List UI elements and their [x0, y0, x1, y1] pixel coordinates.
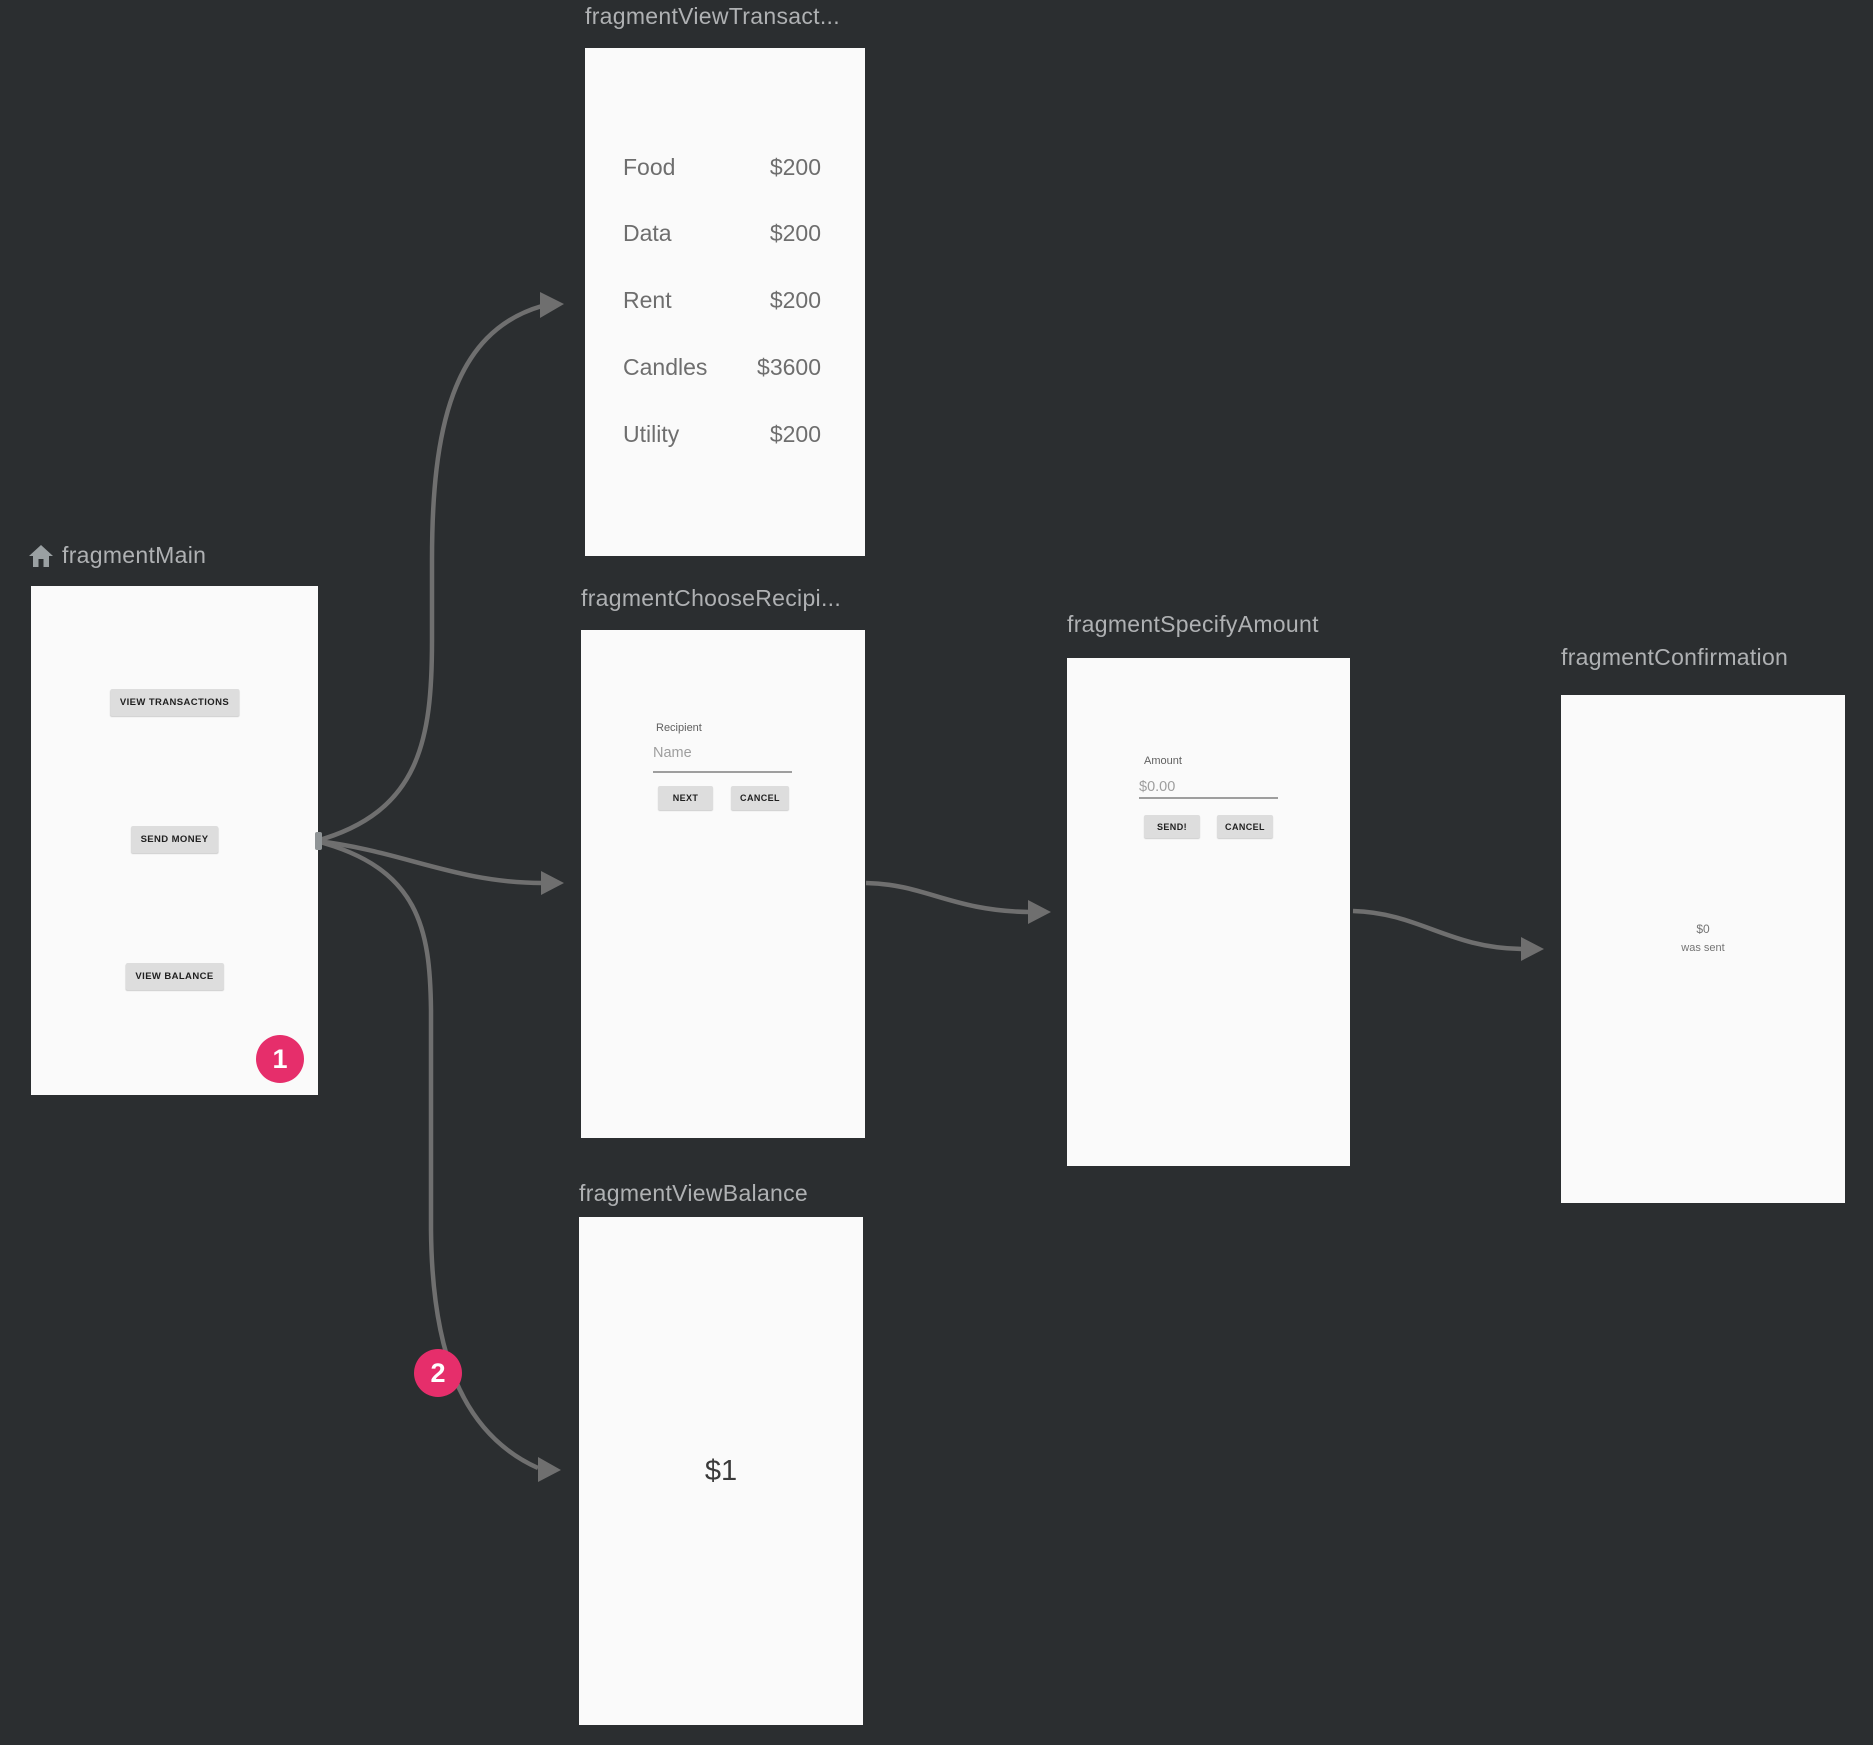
fragment-specify-amount-preview[interactable]: Amount $0.00 SEND! CANCEL [1067, 658, 1350, 1166]
balance-value: $1 [704, 1455, 738, 1487]
transaction-label: Rent [623, 287, 672, 313]
transaction-row: Rent $200 [585, 287, 865, 321]
transaction-row: Data $200 [585, 220, 865, 254]
fragment-view-transactions-title[interactable]: fragmentViewTransact... [585, 3, 840, 29]
recipient-input-underline [653, 771, 792, 773]
view-balance-button: VIEW BALANCE [125, 963, 224, 990]
transaction-amount: $3600 [757, 354, 821, 380]
fragment-confirmation-preview[interactable]: $0 was sent [1561, 695, 1845, 1203]
fragment-main-preview[interactable]: VIEW TRANSACTIONS SEND MONEY VIEW BALANC… [31, 586, 318, 1095]
fragment-confirmation-title[interactable]: fragmentConfirmation [1561, 644, 1789, 670]
amount-field-label: Amount [1144, 755, 1182, 767]
amount-input-underline [1139, 797, 1278, 799]
transaction-amount: $200 [769, 154, 821, 180]
send-button: SEND! [1144, 815, 1200, 838]
fragment-main-title: fragmentMain [62, 542, 207, 568]
transaction-row: Food $200 [585, 154, 865, 188]
action-specify-amount-to-confirmation[interactable] [1352, 908, 1544, 961]
action-source-handle[interactable] [315, 832, 322, 850]
recipient-name-input: Name [653, 745, 692, 761]
fragment-choose-recipient-title[interactable]: fragmentChooseRecipi... [581, 585, 842, 611]
transaction-label: Data [623, 220, 672, 246]
transaction-label: Utility [623, 421, 680, 447]
transaction-row: Candles $3600 [585, 354, 865, 388]
action-main-to-choose-recipient[interactable] [315, 838, 564, 895]
view-transactions-button: VIEW TRANSACTIONS [109, 689, 240, 716]
action-choose-recipient-to-specify-amount[interactable] [865, 880, 1051, 924]
confirmation-caption: was sent [1681, 942, 1725, 954]
recipient-field-label: Recipient [656, 722, 702, 734]
next-button: NEXT [658, 786, 713, 810]
transaction-amount: $200 [769, 220, 821, 246]
fragment-main-header[interactable]: fragmentMain [28, 542, 206, 569]
transaction-row: Utility $200 [585, 421, 865, 455]
cancel-button: CANCEL [1217, 815, 1273, 838]
cancel-button: CANCEL [731, 786, 789, 810]
home-icon [28, 544, 54, 568]
amount-input: $0.00 [1139, 779, 1176, 795]
fragment-view-balance-preview[interactable]: $1 [579, 1217, 863, 1725]
fragment-view-transactions-preview[interactable]: Food $200 Data $200 Rent $200 Candles $3… [585, 48, 865, 556]
transaction-label: Food [623, 154, 676, 180]
action-main-to-view-transactions[interactable] [315, 292, 564, 844]
transaction-label: Candles [623, 354, 708, 380]
fragment-view-balance-title[interactable]: fragmentViewBalance [579, 1180, 809, 1206]
transaction-amount: $200 [769, 421, 821, 447]
fragment-specify-amount-title[interactable]: fragmentSpecifyAmount [1067, 611, 1319, 637]
action-count-badge-2[interactable]: 2 [414, 1349, 462, 1397]
send-money-button: SEND MONEY [130, 826, 219, 853]
confirmation-amount: $0 [1696, 922, 1710, 936]
fragment-choose-recipient-preview[interactable]: Recipient Name NEXT CANCEL [581, 630, 865, 1138]
action-count-badge-1[interactable]: 1 [256, 1035, 304, 1083]
transaction-amount: $200 [769, 287, 821, 313]
